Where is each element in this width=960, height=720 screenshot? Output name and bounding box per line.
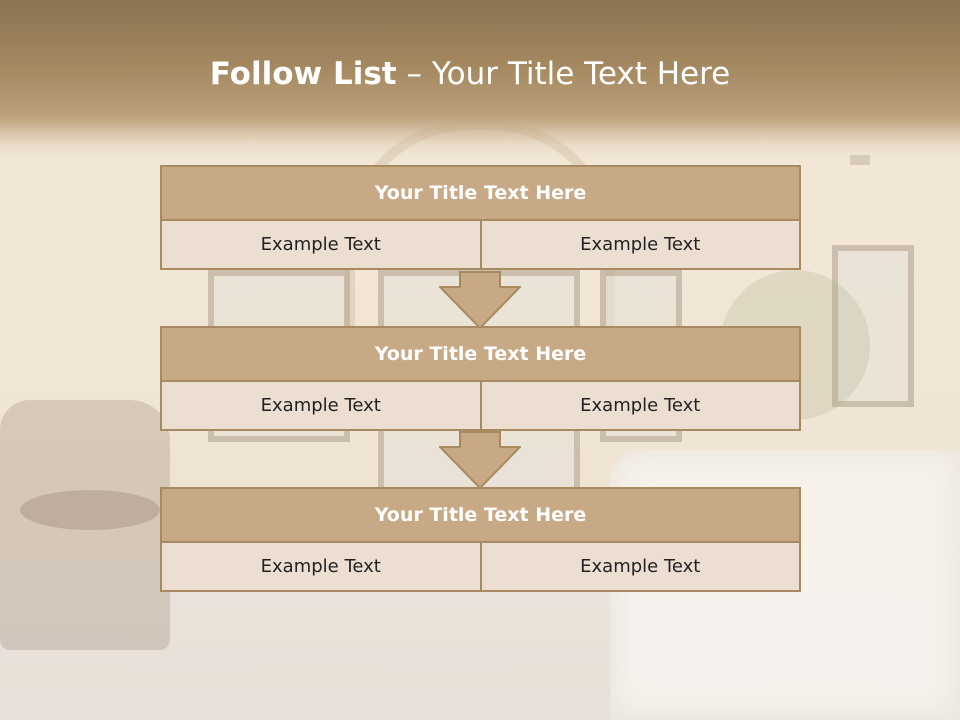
background-vent xyxy=(850,155,870,165)
block-row: Example Text Example Text xyxy=(160,382,801,431)
background-side-table xyxy=(20,490,160,530)
background-window xyxy=(832,245,914,407)
page-title-bold: Follow List xyxy=(209,56,397,92)
header-band xyxy=(0,0,960,160)
block-row: Example Text Example Text xyxy=(160,543,801,592)
follow-block-3: Your Title Text Here Example Text Exampl… xyxy=(160,487,801,592)
follow-block-1: Your Title Text Here Example Text Exampl… xyxy=(160,165,801,270)
block-cell-left: Example Text xyxy=(160,382,482,431)
block-cell-right: Example Text xyxy=(481,543,801,592)
follow-block-2: Your Title Text Here Example Text Exampl… xyxy=(160,326,801,431)
background-armchair xyxy=(0,400,170,650)
block-cell-left: Example Text xyxy=(160,543,482,592)
block-title: Your Title Text Here xyxy=(160,165,801,221)
page-title-rest: – Your Title Text Here xyxy=(396,56,731,92)
block-cell-left: Example Text xyxy=(160,221,482,270)
block-cell-right: Example Text xyxy=(481,221,801,270)
block-row: Example Text Example Text xyxy=(160,221,801,270)
page-title: Follow List – Your Title Text Here xyxy=(0,56,940,92)
block-title: Your Title Text Here xyxy=(160,326,801,382)
down-arrow-icon xyxy=(439,271,521,329)
block-cell-right: Example Text xyxy=(481,382,801,431)
block-title: Your Title Text Here xyxy=(160,487,801,543)
down-arrow-icon xyxy=(439,431,521,489)
